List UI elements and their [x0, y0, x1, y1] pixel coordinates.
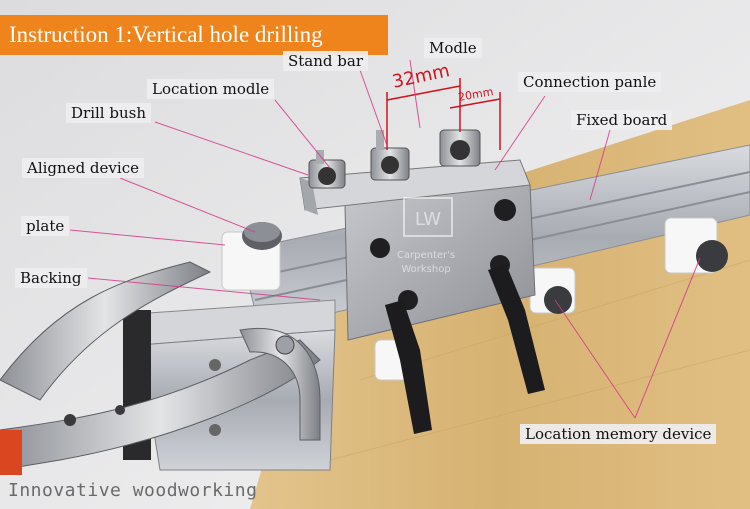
- connection-panel: [299, 159, 536, 341]
- locking-clamp: [0, 261, 321, 475]
- aligned-device: [221, 222, 282, 291]
- dimension-lines: [386, 78, 501, 150]
- leader-lines: [69, 59, 701, 419]
- svg-text:LW: LW: [415, 209, 441, 230]
- label-aligned-device: Aligned device: [22, 158, 144, 178]
- label-fixed-board: Fixed board: [571, 110, 673, 130]
- label-modle: Modle: [424, 38, 482, 58]
- label-drill-bush: Drill bush: [66, 103, 151, 123]
- label-stand-bar: Stand bar: [283, 51, 368, 71]
- label-location-memory-device: Location memory device: [520, 424, 717, 444]
- svg-text:Carpenter's: Carpenter's: [397, 250, 455, 261]
- svg-text:Workshop: Workshop: [401, 264, 450, 275]
- watermark-logo: LW Carpenter's Workshop: [397, 197, 455, 275]
- title-banner: Instruction 1:Vertical hole drilling: [0, 15, 388, 55]
- drill-bushes: [308, 129, 481, 189]
- label-plate: plate: [21, 216, 70, 236]
- label-backing: Backing: [15, 268, 87, 288]
- label-location-modle: Location modle: [147, 79, 275, 99]
- footer-tagline: Innovative woodworking: [8, 480, 258, 501]
- locking-handles: [385, 264, 545, 434]
- label-connection-panle: Connection panle: [518, 72, 662, 92]
